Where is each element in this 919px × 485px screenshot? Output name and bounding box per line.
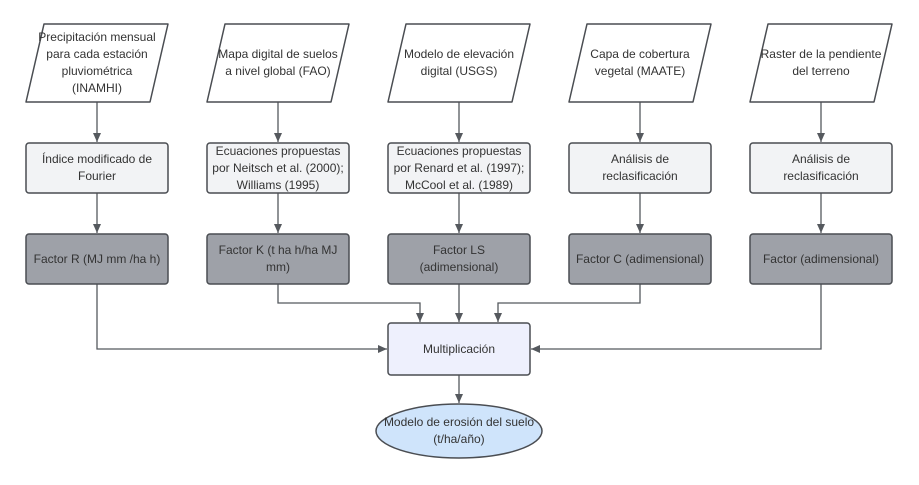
input-precipitation-shape	[25, 23, 169, 103]
input-soil-map-label: Mapa digital de suelos a nivel global (F…	[218, 47, 338, 78]
factor-k-label: Factor K (t ha h/ha MJ mm)	[218, 243, 338, 274]
input-soil-map-shape	[206, 23, 350, 103]
process-neitsch-williams-label: Ecuaciones propuestas por Neitsch et al.…	[212, 143, 344, 192]
arrow-factor-r-to-multiplication	[96, 284, 387, 353]
arrow-factor-k-to-multiplication	[277, 284, 424, 322]
factor-r-label: Factor R (MJ mm /ha h)	[33, 251, 161, 266]
factor-c-box	[568, 233, 712, 285]
input-slope-raster-label: Raster de la pendiente del terreno	[760, 47, 882, 78]
process-fourier-index-box	[25, 142, 169, 194]
process-fourier-index-label: Índice modificado de Fourier	[41, 152, 153, 183]
multiplication-box	[387, 322, 531, 376]
process-reclassification-c-box	[568, 142, 712, 194]
process-renard-mccool-label: Ecuaciones propuestas por Renard et al. …	[393, 143, 525, 192]
input-elevation-model-shape	[387, 23, 531, 103]
input-precipitation-label: Precipitación mensual para cada estación…	[38, 30, 156, 95]
input-elevation-model-label: Modelo de elevación digital (USGS)	[403, 47, 515, 78]
process-neitsch-williams-box	[206, 142, 350, 194]
process-reclassification-slope-label: Análisis de reclasificación	[783, 152, 859, 183]
factor-ls-box	[387, 233, 531, 285]
factor-k-box	[206, 233, 350, 285]
soil-erosion-model-ellipse	[375, 403, 543, 459]
arrow-factor-c-to-multiplication	[494, 284, 641, 322]
connectors	[93, 102, 825, 403]
process-reclassification-c-label: Análisis de reclasificación	[602, 152, 678, 183]
multiplication-label: Multiplicación	[422, 341, 496, 356]
factor-slope-box	[749, 233, 893, 285]
input-slope-raster-shape	[749, 23, 893, 103]
input-vegetation-cover-shape	[568, 23, 712, 103]
factor-c-label: Factor C (adimensional)	[575, 251, 705, 266]
process-reclassification-slope-box	[749, 142, 893, 194]
factor-slope-label: Factor (adimensional)	[762, 251, 880, 266]
shapes	[25, 23, 893, 459]
factor-ls-label: Factor LS (adimensional)	[419, 243, 499, 274]
input-vegetation-cover-label: Capa de cobertura vegetal (MAATE)	[590, 47, 690, 78]
arrow-factor-slope-to-multiplication	[531, 284, 822, 353]
process-renard-mccool-box	[387, 142, 531, 194]
factor-r-box	[25, 233, 169, 285]
soil-erosion-model-label: Modelo de erosión del suelo (t/ha/año)	[383, 415, 535, 446]
